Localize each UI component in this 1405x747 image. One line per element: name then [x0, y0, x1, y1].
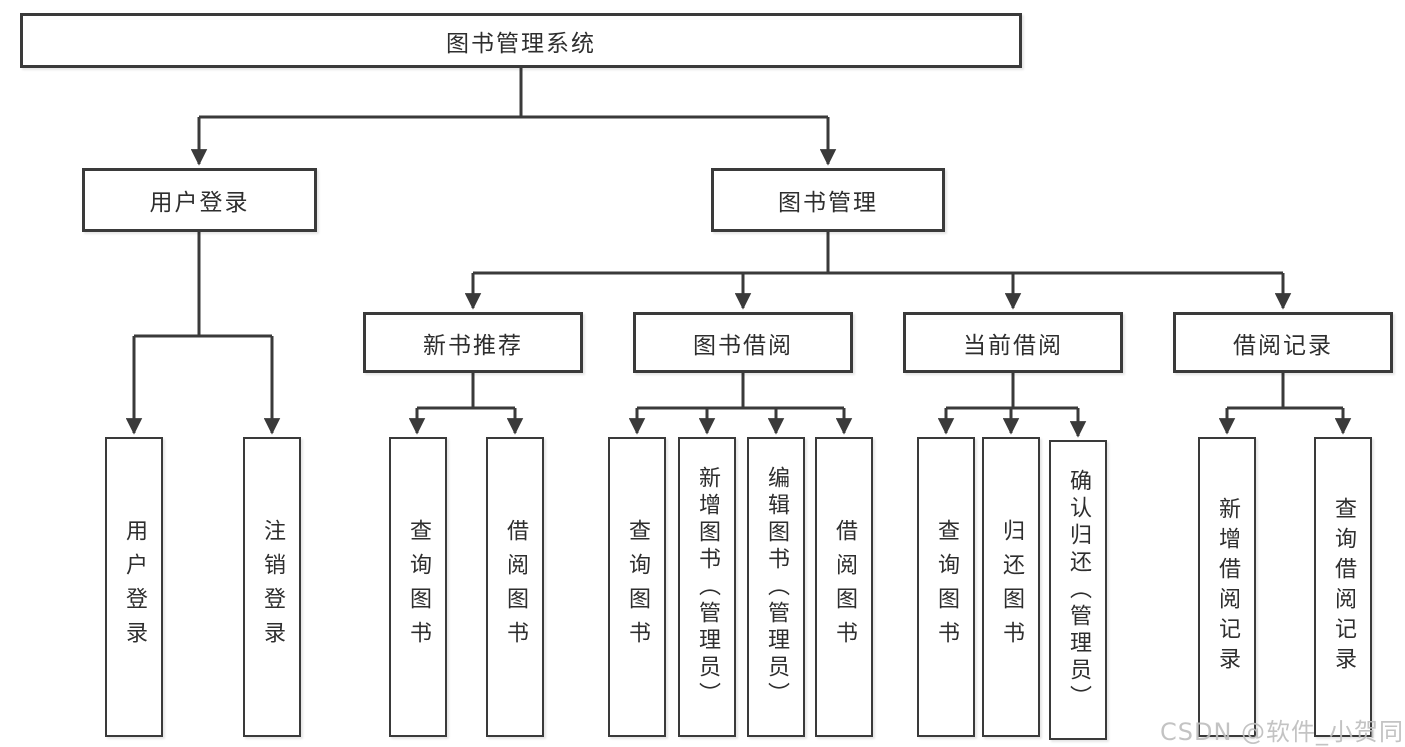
csdn-watermark: CSDN @软件_小贺同学 [1160, 718, 1405, 746]
leaf-current-query-books-label: 查询图书 [934, 519, 959, 655]
node-user-login-branch: 用户登录 [82, 168, 317, 232]
node-book-borrow: 图书借阅 [633, 312, 853, 373]
node-library-system-label: 图书管理系统 [446, 30, 596, 57]
leaf-borrow-books: 借阅图书 [815, 437, 873, 737]
leaf-user-login: 用户登录 [105, 437, 163, 737]
node-borrow-records-label: 借阅记录 [1233, 332, 1333, 359]
leaf-recommend-borrow-books-label: 借阅图书 [503, 519, 528, 655]
leaf-add-borrow-record-label: 新增借阅记录 [1215, 497, 1240, 677]
leaf-borrow-query-books: 查询图书 [608, 437, 666, 737]
tree-skeleton [134, 68, 1343, 410]
leaf-user-login-label: 用户登录 [122, 519, 147, 655]
leaf-confirm-return-admin: 确认归还（管理员） [1049, 440, 1107, 740]
node-book-borrow-label: 图书借阅 [693, 332, 793, 359]
node-borrow-records: 借阅记录 [1173, 312, 1393, 373]
node-library-system: 图书管理系统 [20, 13, 1022, 68]
node-user-login-branch-label: 用户登录 [149, 190, 250, 216]
leaf-add-borrow-record: 新增借阅记录 [1198, 437, 1256, 737]
node-book-management-branch-label: 图书管理 [778, 190, 878, 216]
leaf-return-books-label: 归还图书 [999, 519, 1024, 655]
leaf-logout-label: 注销登录 [260, 519, 285, 655]
leaf-add-books-admin-label: 新增图书（管理员） [695, 465, 720, 709]
leaf-borrow-query-books-label: 查询图书 [625, 519, 650, 655]
leaf-query-borrow-record-label: 查询借阅记录 [1331, 497, 1356, 677]
node-current-borrow-label: 当前借阅 [963, 332, 1063, 359]
leaf-current-query-books: 查询图书 [917, 437, 975, 737]
leaf-confirm-return-admin-label: 确认归还（管理员） [1066, 468, 1091, 712]
leaf-return-books: 归还图书 [982, 437, 1040, 737]
leaf-recommend-query-books: 查询图书 [389, 437, 447, 737]
node-new-book-recommend: 新书推荐 [363, 312, 583, 373]
leaf-recommend-query-books-label: 查询图书 [406, 519, 431, 655]
node-current-borrow: 当前借阅 [903, 312, 1123, 373]
leaf-add-books-admin: 新增图书（管理员） [678, 437, 736, 737]
leaf-query-borrow-record: 查询借阅记录 [1314, 437, 1372, 737]
leaf-edit-books-admin: 编辑图书（管理员） [747, 437, 805, 737]
leaf-logout: 注销登录 [243, 437, 301, 737]
node-book-management-branch: 图书管理 [711, 168, 945, 232]
leaf-borrow-books-label: 借阅图书 [832, 519, 857, 655]
leaf-edit-books-admin-label: 编辑图书（管理员） [764, 465, 789, 709]
node-new-book-recommend-label: 新书推荐 [423, 332, 523, 359]
leaf-recommend-borrow-books: 借阅图书 [486, 437, 544, 737]
